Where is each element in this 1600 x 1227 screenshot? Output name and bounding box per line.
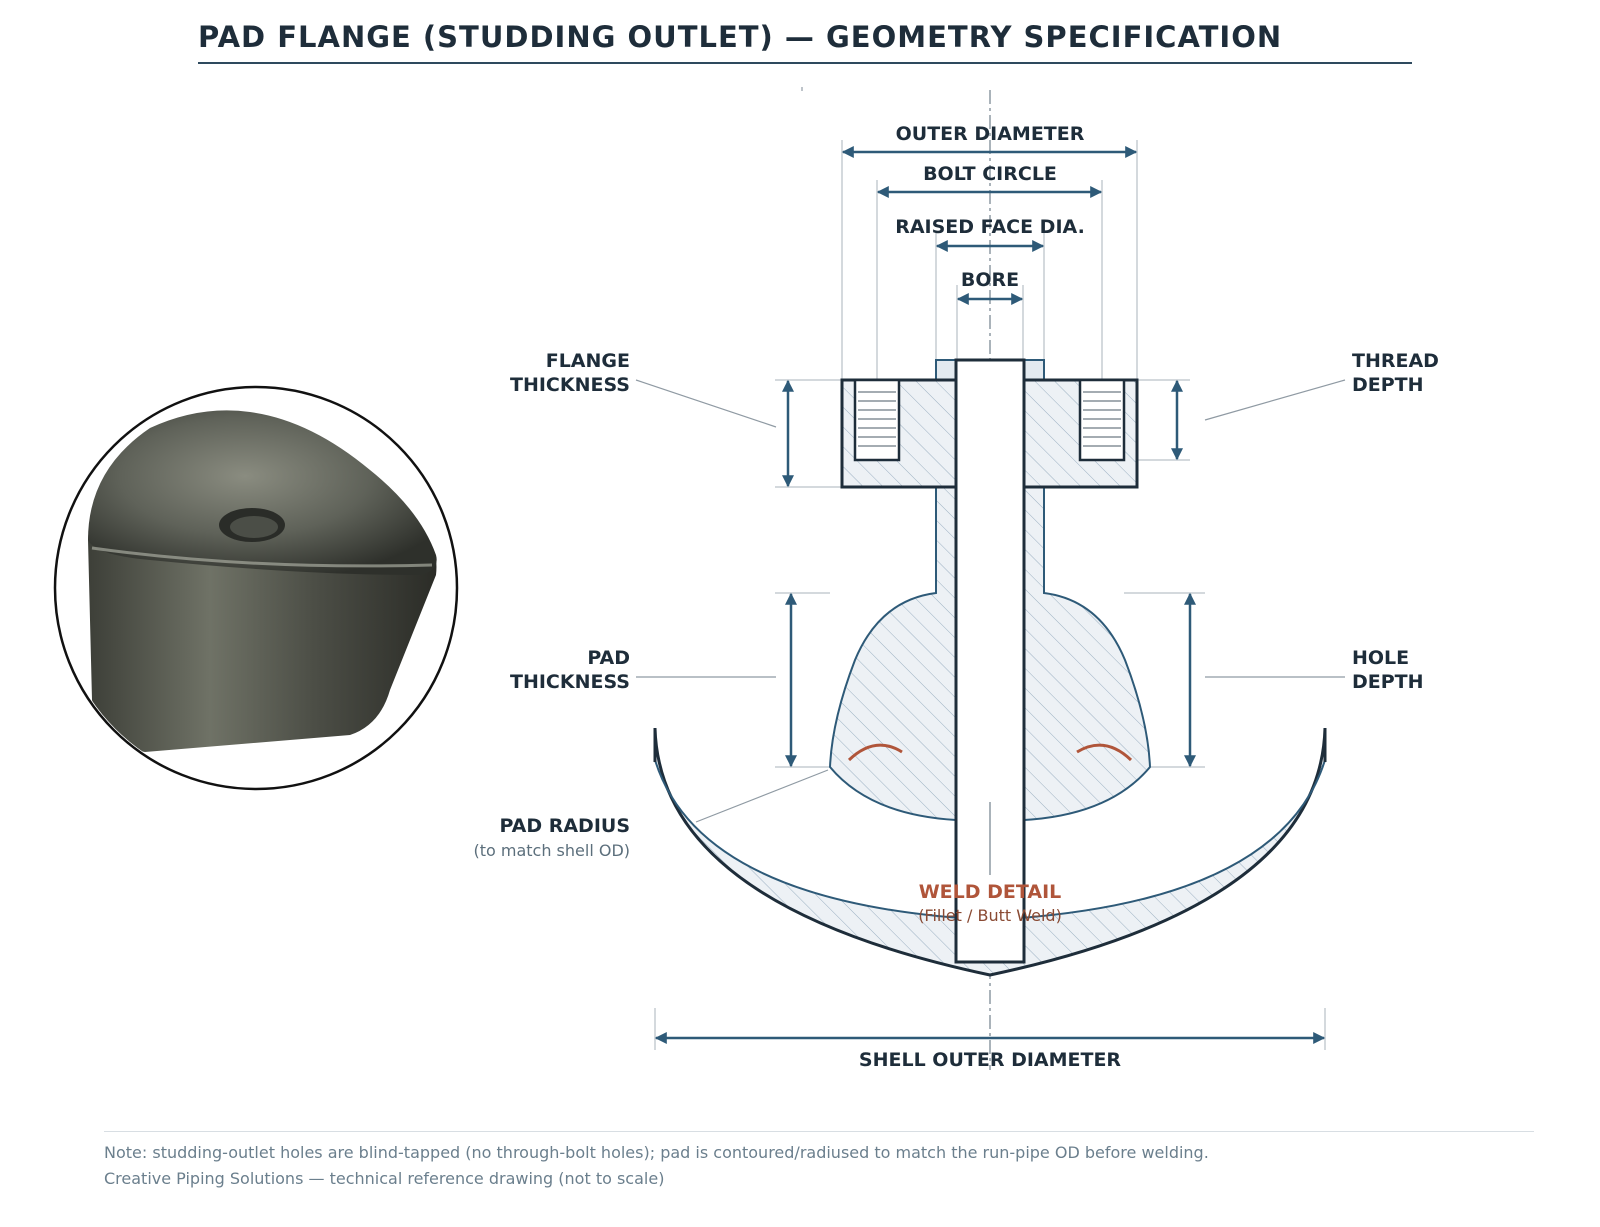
pad-section [828,486,957,822]
pad-thickness-label-1: PAD [587,647,630,669]
hole-depth-label-2: DEPTH [1352,671,1424,693]
hole-depth-label-1: HOLE [1352,647,1409,669]
pad-radius-label: PAD RADIUS [499,815,630,837]
shell-outer-edge [653,727,1327,977]
weld-mark-right [1076,743,1133,762]
thread-depth-leader [1204,379,1346,421]
bolt-circle-label: BOLT CIRCLE [923,163,1057,185]
flange-thickness-label-1: FLANGE [546,350,630,372]
thread-depth-label-1: THREAD [1352,350,1439,372]
bore-label: BORE [961,269,1019,291]
shell-section [655,728,1325,975]
pad-section-right [1023,486,1152,822]
pad-flange-photo-icon [53,385,459,791]
page-title: PAD FLANGE (STUDDING OUTLET) — GEOMETRY … [198,20,1283,54]
weld-detail-label: WELD DETAIL [919,881,1062,903]
weld-mark-left [847,743,903,762]
outer-diameter-label: OUTER DIAMETER [896,123,1085,145]
footer-divider [104,1131,1534,1132]
raised-face-label: RAISED FACE DIA. [895,216,1085,238]
weld-detail-note: (Fillet / Butt Weld) [918,906,1062,925]
footer-note: Note: studding-outlet holes are blind-ta… [104,1143,1209,1162]
pad-radius-note: (to match shell OD) [473,841,630,860]
title-underline [198,62,1412,64]
shell-od-label: SHELL OUTER DIAMETER [859,1049,1122,1071]
tapped-hole-right [1078,378,1126,462]
thread-depth-label-2: DEPTH [1352,374,1424,396]
tapped-hole-left [853,378,901,462]
pad-radius-leader [695,769,829,823]
flange-thickness-label-2: THICKNESS [510,374,630,396]
footer-credit: Creative Piping Solutions — technical re… [104,1169,665,1188]
pad-thickness-label-2: THICKNESS [510,671,630,693]
flange-thickness-leader [635,379,777,428]
